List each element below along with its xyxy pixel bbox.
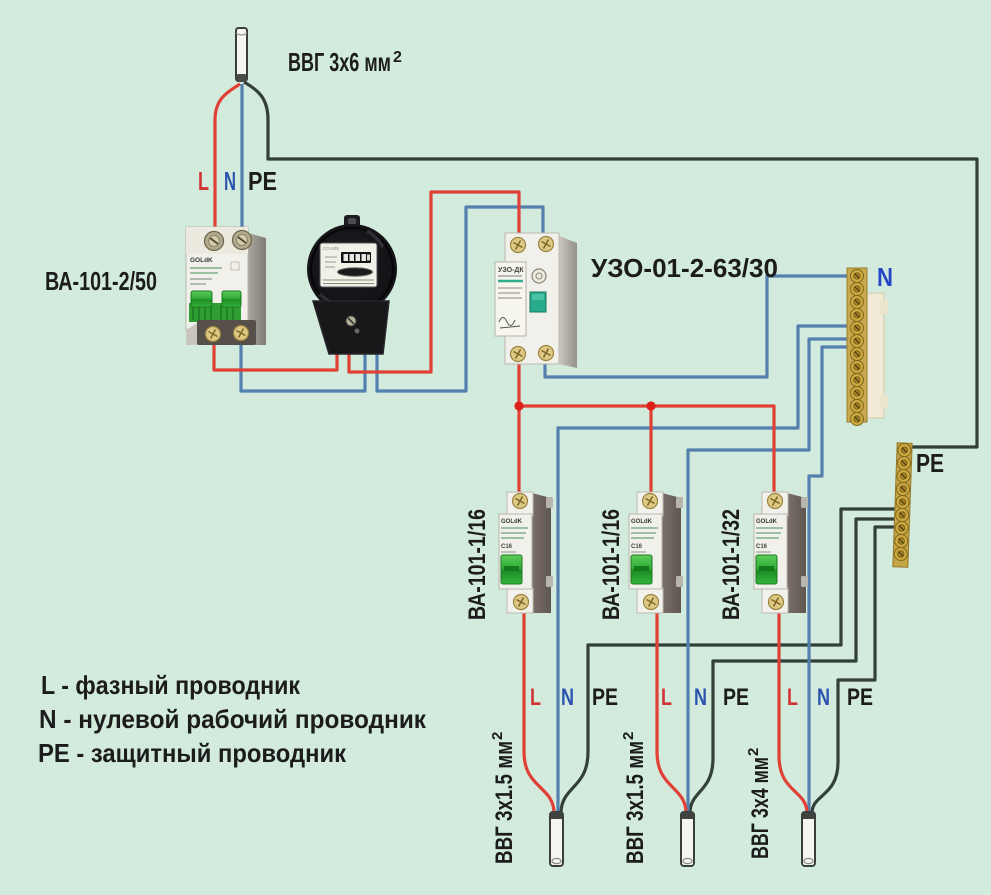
svg-text:PE: PE bbox=[847, 684, 873, 711]
svg-text:GOLdK: GOLdK bbox=[501, 519, 523, 525]
svg-text:L: L bbox=[198, 166, 209, 196]
svg-text:2: 2 bbox=[393, 49, 402, 66]
svg-text:УЗО-01-2-63/30: УЗО-01-2-63/30 bbox=[591, 253, 778, 283]
svg-text:ВВГ 3х1.5 мм: ВВГ 3х1.5 мм bbox=[622, 741, 649, 864]
svg-text:ВА-101-2/50: ВА-101-2/50 bbox=[45, 266, 157, 296]
svg-text:ВА-101-1/32: ВА-101-1/32 bbox=[718, 509, 745, 620]
svg-text:L - фазный проводник: L - фазный проводник bbox=[41, 670, 301, 700]
svg-text:ВА-101-1/16: ВА-101-1/16 bbox=[464, 509, 491, 620]
svg-text:N: N bbox=[224, 166, 236, 196]
svg-text:GOLdK: GOLdK bbox=[190, 257, 213, 264]
svg-text:PE - защитный проводник: PE - защитный проводник bbox=[38, 738, 347, 768]
svg-text:PE: PE bbox=[592, 684, 618, 711]
svg-text:PE: PE bbox=[916, 448, 944, 478]
svg-text:2: 2 bbox=[489, 732, 506, 740]
svg-text:N: N bbox=[694, 684, 707, 711]
svg-text:N: N bbox=[817, 684, 830, 711]
svg-text:N - нулевой рабочий проводник: N - нулевой рабочий проводник bbox=[39, 704, 427, 734]
svg-text:ВВГ 3х6 мм: ВВГ 3х6 мм bbox=[288, 47, 391, 77]
svg-text:2: 2 bbox=[620, 732, 637, 740]
svg-text:N: N bbox=[561, 684, 574, 711]
svg-text:C16: C16 bbox=[501, 544, 513, 550]
svg-text:L: L bbox=[530, 684, 541, 711]
svg-text:ВА-101-1/16: ВА-101-1/16 bbox=[598, 509, 625, 620]
svg-text:ВВГ 3х1.5 мм: ВВГ 3х1.5 мм bbox=[491, 741, 518, 864]
svg-text:PE: PE bbox=[248, 166, 277, 196]
svg-text:L: L bbox=[661, 684, 672, 711]
svg-text:CO-505: CO-505 bbox=[323, 246, 339, 251]
svg-text:УЗО-ДК: УЗО-ДК bbox=[498, 267, 524, 274]
svg-text:L: L bbox=[787, 684, 798, 711]
svg-text:2: 2 bbox=[745, 748, 762, 756]
svg-text:N: N bbox=[877, 262, 893, 292]
svg-text:ВВГ 3х4 мм: ВВГ 3х4 мм bbox=[747, 757, 774, 859]
svg-text:PE: PE bbox=[723, 684, 749, 711]
